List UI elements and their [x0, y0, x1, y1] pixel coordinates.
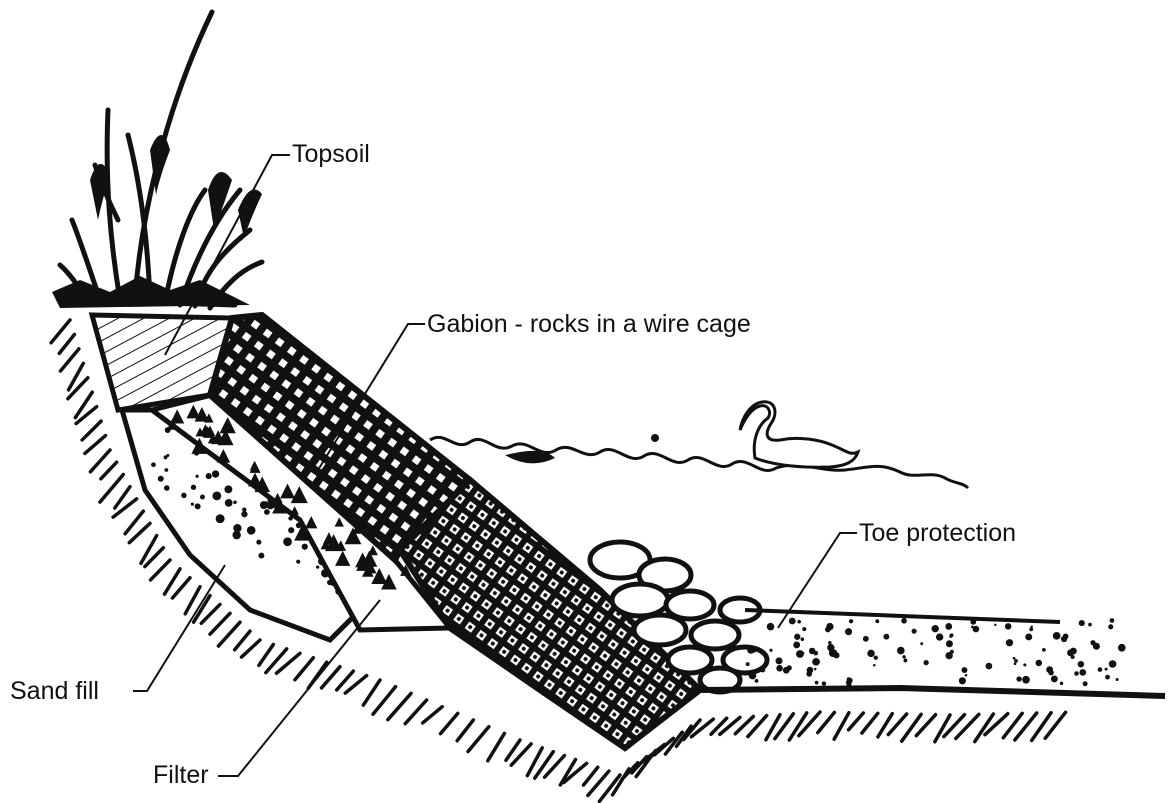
water-surface: [430, 437, 968, 488]
water-dot: [651, 434, 659, 442]
river-bed-dots: [746, 618, 1126, 687]
sand-fill-label: Sand fill: [10, 679, 99, 704]
leader-sand: [133, 565, 225, 691]
toe-protection-label: Toe protection: [859, 521, 1016, 546]
swan-icon: [740, 402, 858, 467]
gabion-label: Gabion - rocks in a wire cage: [427, 312, 751, 337]
filter-label: Filter: [153, 763, 209, 788]
river-bed-base: [700, 688, 1165, 696]
topsoil-label: Topsoil: [292, 142, 370, 167]
